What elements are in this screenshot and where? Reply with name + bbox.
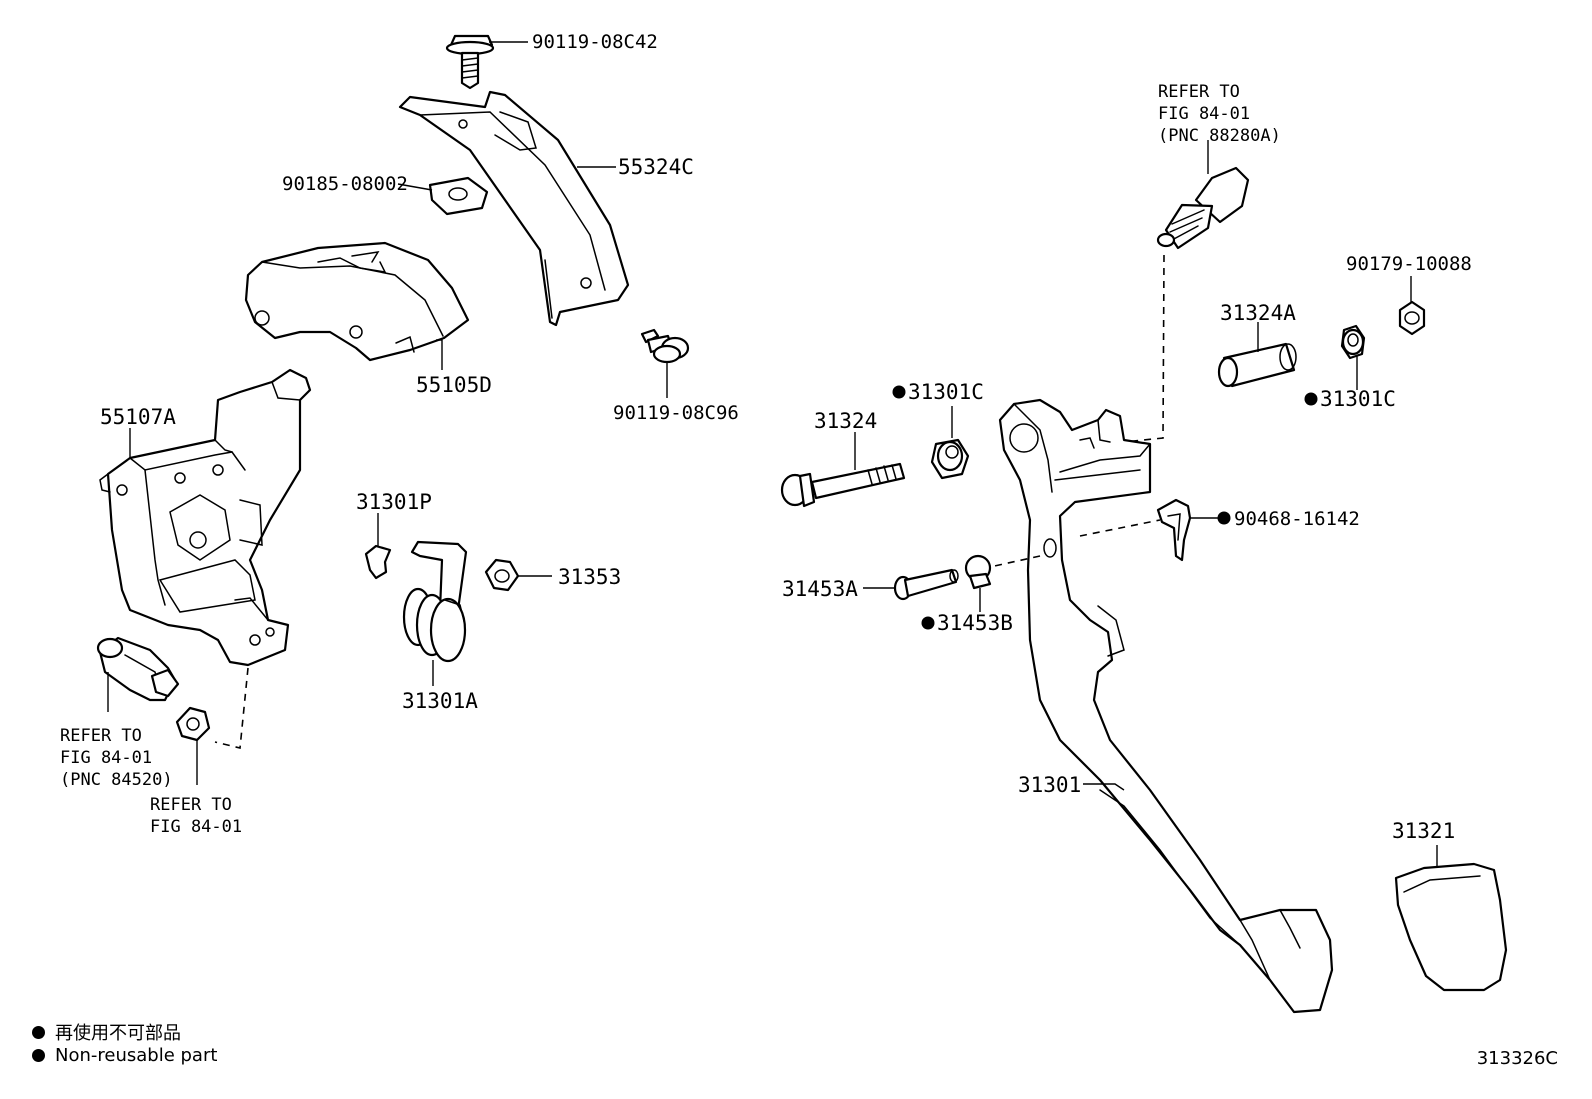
refer-84520-line3: (PNC 84520) <box>60 770 173 790</box>
legend-dot-icon <box>32 1025 45 1039</box>
refer-88280A-line1: REFER TO <box>1158 82 1240 102</box>
pedal-arm-31301 <box>998 398 1334 1014</box>
bushing-31301C-right <box>1340 324 1366 360</box>
pedal-pad-31321 <box>1394 862 1508 992</box>
legend-text-jp: 再使用不可部品 <box>55 1023 181 1044</box>
non-reusable-dot <box>1304 392 1318 406</box>
legend-dot-icon <box>32 1049 45 1062</box>
label-90185-08002: 90185-08002 <box>282 173 408 195</box>
label-90179-10088: 90179-10088 <box>1346 253 1472 275</box>
label-31321: 31321 <box>1392 819 1455 843</box>
refer-84520-line2: FIG 84-01 <box>60 748 152 768</box>
label-90119-08C96: 90119-08C96 <box>613 402 739 424</box>
bolt-90119-08C42 <box>445 34 495 90</box>
label-55324C: 55324C <box>618 155 694 179</box>
refer-84520-line1: REFER TO <box>60 726 142 746</box>
label-31301A: 31301A <box>402 689 478 713</box>
label-55105D: 55105D <box>416 373 492 397</box>
nut-90179-10088 <box>1398 300 1426 336</box>
label-31301C-right: 31301C <box>1320 387 1396 411</box>
label-refer-nut: REFER TO FIG 84-01 <box>150 795 242 837</box>
bolt-90119-08C96 <box>640 328 690 364</box>
figure-number: 313326C <box>1476 1048 1558 1069</box>
refer-nut-line2: FIG 84-01 <box>150 817 242 837</box>
refer-nut-line1: REFER TO <box>150 795 232 815</box>
label-31324A: 31324A <box>1220 301 1296 325</box>
collar-31353 <box>484 558 520 592</box>
bushing-31453B <box>964 554 992 590</box>
label-55107A: 55107A <box>100 405 176 429</box>
label-refer-84520: REFER TO FIG 84-01 (PNC 84520) <box>60 726 173 790</box>
bracket-55107A <box>99 368 312 667</box>
bracket-55324C <box>398 90 630 327</box>
switch-84520 <box>96 636 180 702</box>
refer-88280A-line3: (PNC 88280A) <box>1158 126 1281 146</box>
bolt-31324 <box>780 462 906 508</box>
pin-31453A <box>893 568 959 601</box>
label-90119-08C42: 90119-08C42 <box>532 31 658 53</box>
label-31453A: 31453A <box>782 577 858 601</box>
refer-88280A-line2: FIG 84-01 <box>1158 104 1250 124</box>
legend-english: Non-reusable part <box>32 1045 217 1066</box>
clip-nut-90185-08002 <box>428 176 489 216</box>
label-31453B: 31453B <box>937 611 1013 635</box>
clip-90468-16142 <box>1156 498 1192 562</box>
label-31353: 31353 <box>558 565 621 589</box>
cover-55105D <box>244 241 470 362</box>
spring-31301A <box>402 540 468 663</box>
clip-31301P <box>364 544 392 580</box>
label-31301C-left: 31301C <box>908 380 984 404</box>
label-31324: 31324 <box>814 409 877 433</box>
label-refer-88280A: REFER TO FIG 84-01 (PNC 88280A) <box>1158 82 1281 146</box>
legend-text-en: Non-reusable part <box>55 1045 218 1066</box>
pipe-31324A <box>1217 342 1297 388</box>
non-reusable-dot <box>892 385 906 399</box>
non-reusable-dot <box>1217 511 1231 525</box>
legend-japanese: 再使用不可部品 <box>32 1019 181 1045</box>
non-reusable-dot <box>921 616 935 630</box>
nut-refer <box>175 706 211 742</box>
label-90468-16142: 90468-16142 <box>1234 508 1360 530</box>
switch-88280A <box>1156 166 1250 250</box>
label-31301P: 31301P <box>356 490 432 514</box>
bushing-31301C-left <box>930 438 970 480</box>
label-31301: 31301 <box>1018 773 1081 797</box>
